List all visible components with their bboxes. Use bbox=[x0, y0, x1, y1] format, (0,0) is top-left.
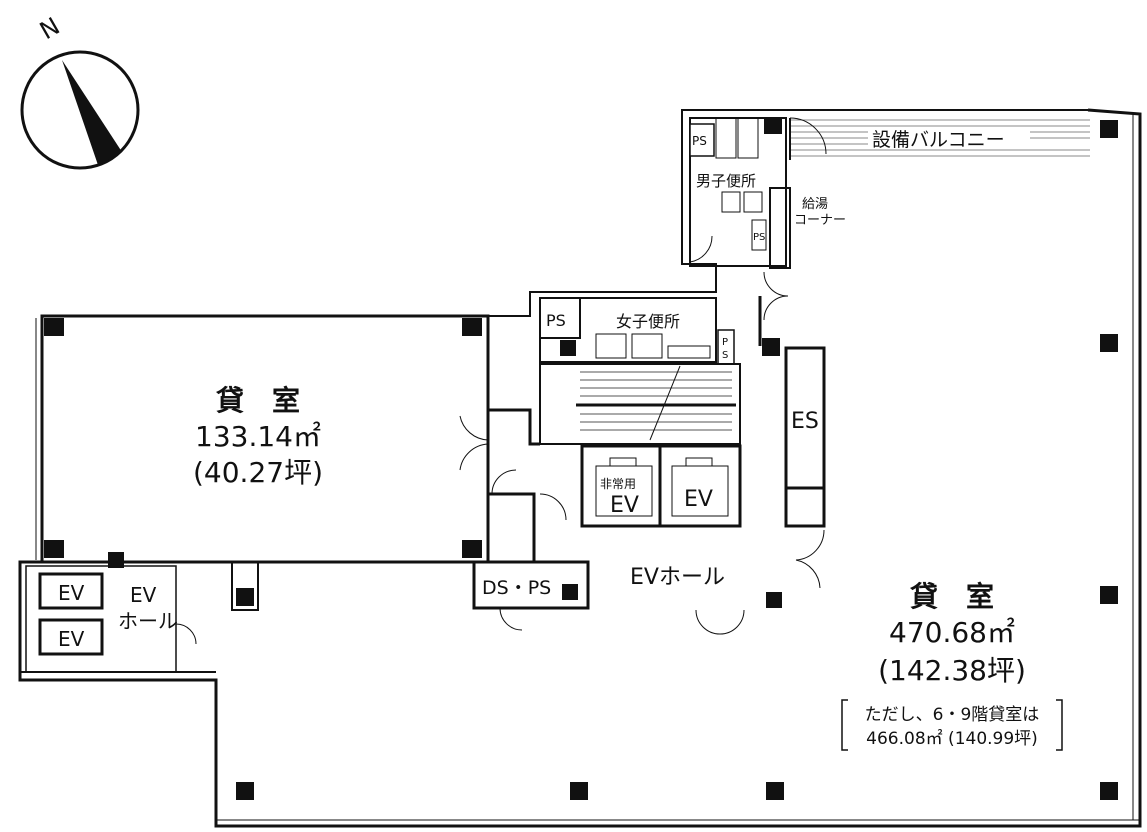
elevator-2-label: EV bbox=[684, 487, 713, 512]
emergency-label: 非常用 bbox=[600, 477, 636, 491]
balcony-label: 設備バルコニー bbox=[872, 129, 1005, 151]
escalator-label: ES bbox=[791, 409, 819, 434]
corner-label: コーナー bbox=[794, 213, 846, 228]
note-bracket-left bbox=[841, 699, 848, 751]
core-outline bbox=[488, 109, 1088, 317]
ps-box-mens bbox=[689, 123, 715, 157]
column bbox=[236, 588, 254, 606]
emergency-ev-label: EV bbox=[610, 493, 639, 518]
north-label: N bbox=[35, 12, 65, 45]
north-arrow-compass: N bbox=[20, 12, 140, 170]
east-office-note-2: 466.08㎡ (140.99坪) bbox=[866, 729, 1038, 749]
east-office-name: 貸 室 bbox=[910, 580, 994, 613]
mens-toilet: PS 男子便所 PS 給湯 コーナー bbox=[689, 117, 846, 321]
column-core-3 bbox=[762, 338, 780, 356]
ps-v-p: P bbox=[722, 337, 728, 348]
column bbox=[44, 540, 64, 558]
column bbox=[570, 782, 588, 800]
equipment-balcony: 設備バルコニー bbox=[789, 117, 1090, 160]
west-ev-hall-line2: ホール bbox=[118, 609, 178, 633]
ds-ps-room: DS・PS EVホール bbox=[472, 560, 745, 635]
balcony-door-swing bbox=[789, 117, 827, 155]
elevator-bank: 非常用 EV EV bbox=[580, 444, 742, 528]
womens-toilet-label: 女子便所 bbox=[616, 312, 680, 331]
column bbox=[44, 318, 64, 336]
east-office-tsubo: (142.38坪) bbox=[878, 654, 1026, 687]
mens-toilet-label: 男子便所 bbox=[696, 172, 756, 190]
ps-label-womens: PS bbox=[546, 311, 566, 330]
west-elevator-1 bbox=[38, 572, 104, 610]
ps-box-womens bbox=[539, 297, 581, 339]
column bbox=[462, 540, 482, 558]
column bbox=[1100, 334, 1118, 352]
note-bracket-right bbox=[1056, 699, 1063, 751]
column bbox=[236, 782, 254, 800]
column bbox=[462, 318, 482, 336]
west-ev-1-label: EV bbox=[58, 581, 85, 605]
ev-hall-label: EVホール bbox=[630, 565, 725, 590]
east-office-note-1: ただし、6・9階貸室は bbox=[865, 705, 1040, 725]
kyuto-label: 給湯 bbox=[802, 197, 828, 212]
west-elevator-2 bbox=[38, 618, 104, 656]
east-office-outline bbox=[18, 108, 1142, 828]
ps-label-mens: PS bbox=[692, 134, 707, 148]
structural-columns bbox=[44, 120, 1118, 800]
column bbox=[766, 592, 782, 608]
east-office-area: 470.68㎡ bbox=[889, 616, 1015, 649]
column-dsps bbox=[562, 584, 578, 600]
ps-v-s: S bbox=[722, 350, 728, 361]
west-office-name: 貸 室 bbox=[216, 384, 300, 417]
west-office-tsubo: (40.27坪) bbox=[193, 456, 323, 489]
column bbox=[1100, 586, 1118, 604]
column bbox=[1100, 120, 1118, 138]
west-ev-hall: EV EV EV ホール bbox=[20, 565, 216, 681]
core-walls bbox=[459, 296, 825, 589]
ps-label-kyuto: PS bbox=[753, 232, 765, 243]
west-office-area: 133.14㎡ bbox=[195, 420, 321, 453]
column bbox=[766, 782, 784, 800]
column-core-1 bbox=[764, 118, 782, 134]
compass-needle-icon bbox=[62, 60, 122, 165]
stairs bbox=[539, 363, 741, 445]
west-ev-2-label: EV bbox=[58, 627, 85, 651]
escalator: ES bbox=[784, 346, 826, 528]
column-core-2 bbox=[560, 340, 576, 356]
column bbox=[108, 552, 124, 568]
east-office-labels: 貸 室 470.68㎡ (142.38坪) ただし、6・9階貸室は 466.08… bbox=[841, 580, 1063, 751]
ds-ps-label: DS・PS bbox=[482, 577, 551, 599]
ps-box-kyuto bbox=[751, 219, 767, 251]
womens-toilet: PS 女子便所 P S bbox=[539, 297, 780, 365]
column bbox=[1100, 782, 1118, 800]
west-office-labels: 貸 室 133.14㎡ (40.27坪) bbox=[193, 384, 323, 489]
west-ev-hall-line1: EV bbox=[130, 583, 157, 607]
